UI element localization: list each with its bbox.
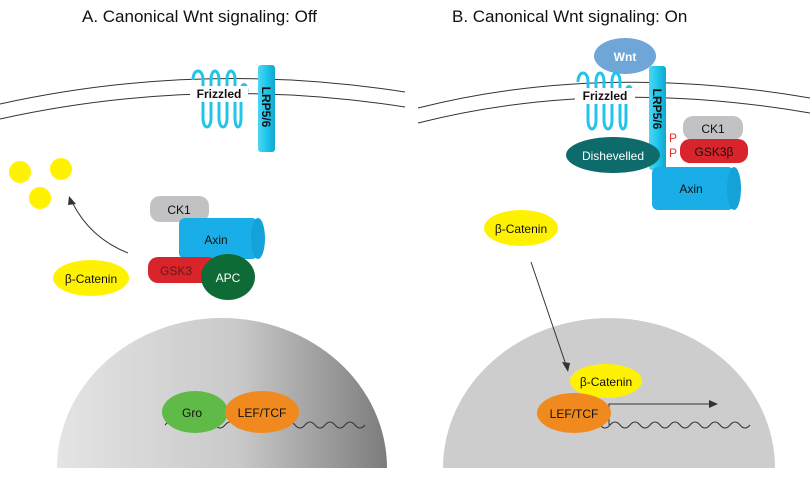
ck1-b-label: CK1: [701, 122, 725, 136]
lef-tcf-a-label: LEF/TCF: [238, 406, 287, 420]
beta-catenin-b-cyto: [484, 210, 558, 246]
panel-b-title: B. Canonical Wnt signaling: On: [452, 7, 687, 26]
frizzled-label-bg: [190, 86, 248, 102]
frizzled-b-label: Frizzled: [583, 89, 628, 103]
ck1-label: CK1: [167, 203, 191, 217]
ck1-box: [150, 196, 209, 222]
panel-a: A. Canonical Wnt signaling: Off Frizzled…: [0, 7, 406, 468]
frizzled-label: Frizzled: [197, 87, 242, 101]
dishevelled-ellipse: [566, 137, 660, 173]
transcription-arrowhead: [709, 400, 718, 408]
lef-tcf-a: [225, 391, 299, 433]
cell-membrane-b-outer: [417, 81, 810, 109]
lrp-receptor: [258, 65, 275, 152]
translocation-arrowhead: [562, 362, 570, 372]
gro-label: Gro: [182, 406, 202, 420]
phospho-label-1: P: [669, 131, 677, 145]
lrp-b-label: LRP5/6: [650, 89, 664, 130]
dishevelled-label: Dishevelled: [582, 149, 644, 163]
beta-catenin-b-cyto-label: β-Catenin: [495, 222, 547, 236]
ck1-box-b: [683, 116, 743, 140]
lrp-receptor-b: [649, 66, 666, 170]
beta-catenin-a-label: β-Catenin: [65, 272, 117, 286]
axin-b-label: Axin: [679, 182, 702, 196]
frizzled-seven-pass-receptor-icon-b: [576, 71, 634, 131]
lef-tcf-b: [537, 393, 611, 433]
degraded-fragments-icon: [9, 158, 72, 209]
degradation-arrow: [71, 201, 129, 254]
axin-b-cylinder-end: [727, 167, 741, 210]
phospho-label-2: P: [669, 146, 677, 160]
axin-box-b: [652, 167, 734, 210]
axin-label: Axin: [204, 233, 227, 247]
gsk3-label: GSK3: [160, 264, 192, 278]
nucleus-a: [57, 318, 387, 468]
beta-catenin-a: [53, 260, 129, 296]
gsk3b-label: GSK3β: [695, 145, 734, 159]
gsk3b-box: [680, 139, 748, 163]
apc-label: APC: [216, 271, 241, 285]
wnt-label: Wnt: [614, 50, 637, 64]
translocation-arrow: [530, 261, 567, 366]
axin-box: [179, 218, 258, 259]
cell-membrane-a-outer: [0, 78, 406, 105]
wnt-ellipse: [594, 38, 656, 74]
frizzled-seven-pass-receptor-icon: [191, 69, 249, 129]
frizzled-b-label-bg: [575, 88, 635, 104]
gro-ellipse: [162, 391, 228, 433]
apc-ellipse: [201, 254, 255, 300]
beta-catenin-b-nuc: [570, 364, 642, 398]
lrp-label: LRP5/6: [259, 87, 273, 128]
gsk3-box: [148, 257, 218, 283]
lef-tcf-b-label: LEF/TCF: [550, 407, 599, 421]
panel-b: B. Canonical Wnt signaling: On Wnt Frizz…: [417, 7, 810, 468]
beta-catenin-b-nuc-label: β-Catenin: [580, 375, 632, 389]
degradation-arrowhead: [68, 196, 76, 205]
panel-a-title: A. Canonical Wnt signaling: Off: [82, 7, 317, 26]
axin-cylinder-end: [251, 218, 265, 259]
